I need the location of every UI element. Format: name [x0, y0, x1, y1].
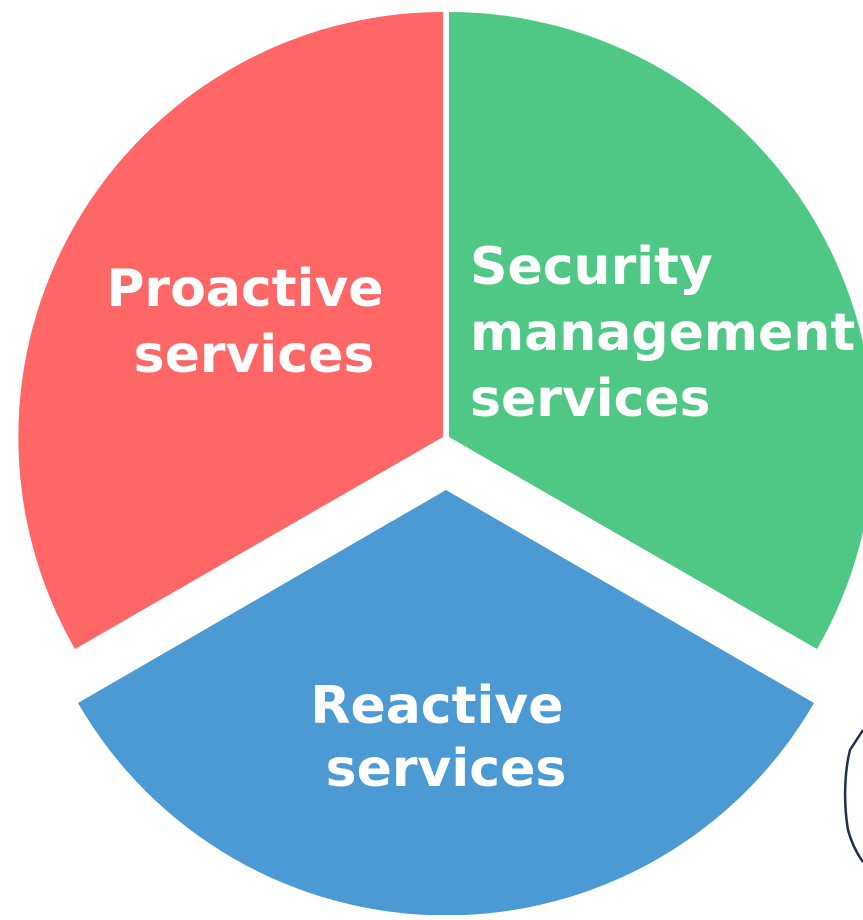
label-line: Security: [470, 237, 713, 297]
label-line: Proactive: [106, 259, 383, 319]
label-line: services: [134, 325, 375, 385]
reactive-services-segment: [78, 490, 814, 916]
proactive-services-label: Proactive services: [106, 259, 401, 385]
reactive-services-label: Reactive services: [310, 676, 581, 799]
label-line: Reactive: [310, 676, 563, 736]
security-management-services-segment: [449, 12, 863, 649]
security-management-services-label: Security management services: [470, 237, 863, 429]
proactive-services-segment: [18, 12, 443, 649]
label-line: services: [326, 739, 567, 799]
label-line: services: [470, 369, 711, 429]
label-line: management: [470, 303, 855, 363]
shield-icon: [843, 729, 863, 863]
